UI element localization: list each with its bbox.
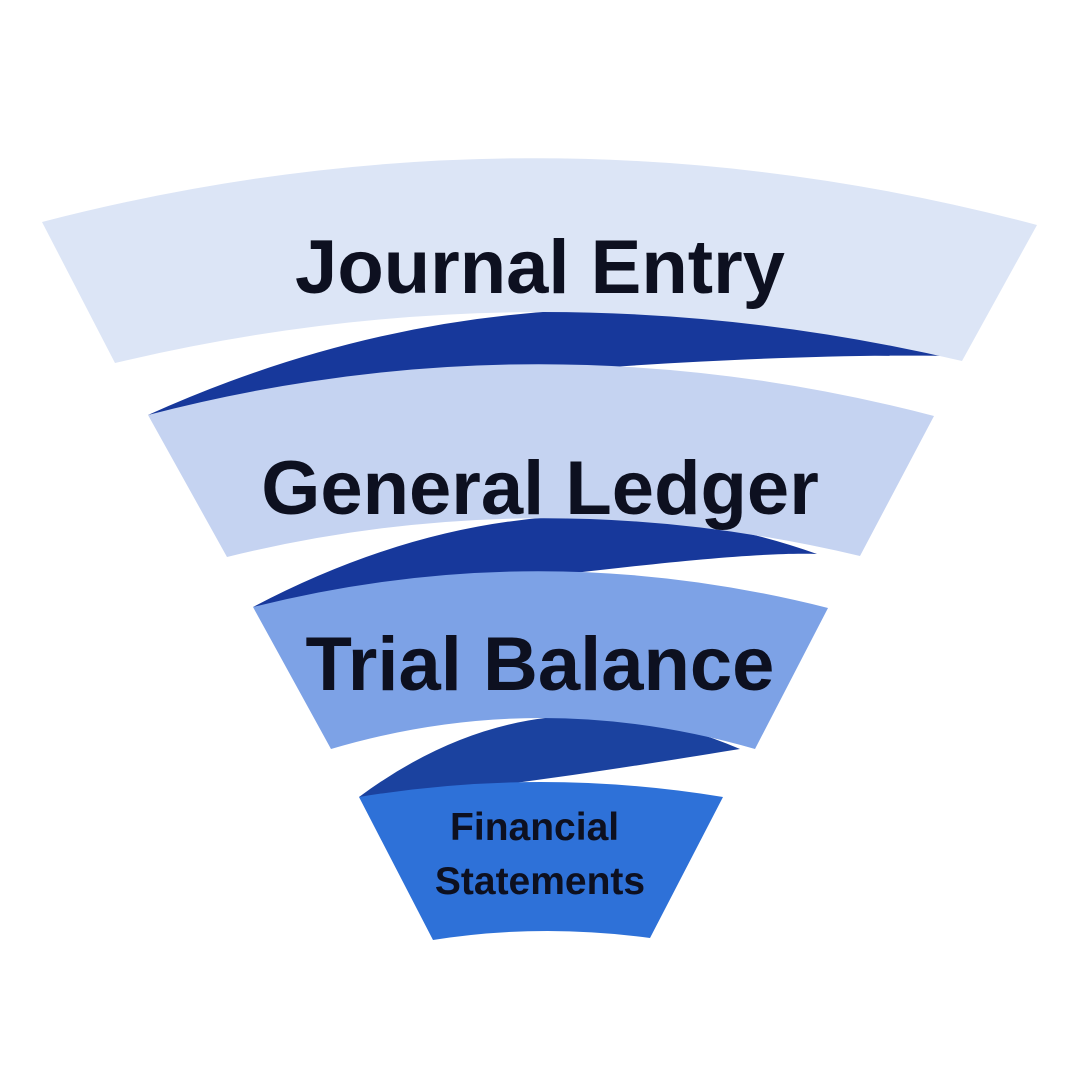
funnel-segment-financial-statements bbox=[359, 782, 723, 940]
funnel-segment-trial-balance bbox=[253, 571, 828, 749]
ribbon-connector-3 bbox=[359, 715, 740, 797]
funnel-label-financial-statements: Financial Statements bbox=[435, 806, 645, 903]
funnel-label-journal-entry: Journal Entry bbox=[295, 225, 785, 310]
funnel-segment-journal-entry bbox=[42, 158, 1037, 363]
funnel-segment-general-ledger bbox=[148, 364, 934, 557]
funnel-label-financial-line2: Statements bbox=[435, 860, 645, 903]
funnel-label-general-ledger: General Ledger bbox=[261, 446, 819, 531]
funnel-label-trial-balance: Trial Balance bbox=[306, 622, 775, 707]
funnel-label-financial-line1: Financial bbox=[450, 806, 619, 849]
